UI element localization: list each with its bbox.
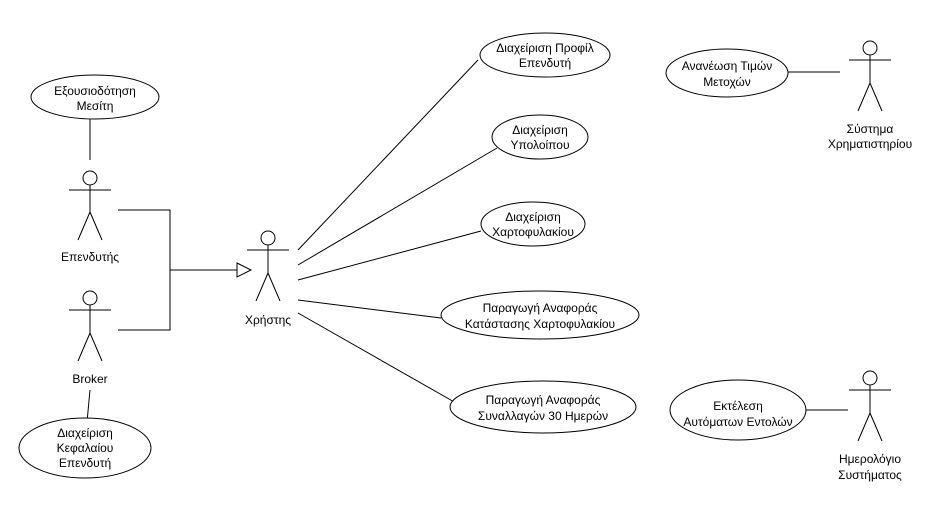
- stick-figure-icon: [247, 230, 289, 302]
- actor-exchange-system[interactable]: Σύστημα Χρηματιστηρίου: [828, 40, 912, 151]
- use-case-label-line-2: Αυτόματων Εντολών: [683, 415, 792, 429]
- use-case-label-line-2: Επενδυτή: [519, 56, 571, 70]
- use-case-balance-management[interactable]: Διαχείριση Υπολοίπου: [491, 114, 589, 160]
- associations: [86, 59, 848, 423]
- assoc-broker-capital-management: [86, 389, 91, 423]
- assoc-user-balance-management: [297, 147, 498, 266]
- generalization-arrowhead: [236, 262, 253, 278]
- use-case-label-line-2: Μεσίτη: [77, 99, 114, 113]
- actor-user-label: Χρήστης: [245, 313, 291, 327]
- use-case-transactions-30-days-report[interactable]: Παραγωγή Αναφοράς Συναλλαγών 30 Ημερών: [449, 380, 637, 434]
- use-case-label-line-1: Εξουσιοδότηση: [54, 84, 136, 98]
- actor-system-calendar-label-line-1: Ημερολόγιο: [839, 452, 901, 466]
- use-case-label-line-1: Παραγωγή Αναφοράς: [486, 393, 601, 407]
- assoc-user-portfolio-management: [297, 230, 482, 281]
- stick-figure-icon: [849, 370, 891, 442]
- use-case-automatic-order-execution[interactable]: Εκτέλεση Αυτόματων Εντολών: [669, 379, 807, 441]
- actor-system-calendar-label-line-2: Συστήματος: [838, 468, 902, 482]
- use-case-label-line-1: Διαχείριση: [57, 426, 113, 440]
- actor-exchange-system-label-line-2: Χρηματιστηρίου: [828, 137, 912, 151]
- actor-user[interactable]: Χρήστης: [245, 230, 291, 327]
- use-case-label-line-1: Διαχείριση: [512, 123, 568, 137]
- assoc-user-transactions-report: [297, 312, 457, 404]
- use-case-investor-capital-management[interactable]: Διαχείριση Κεφαλαίου Επενδυτή: [18, 417, 152, 479]
- use-case-label-line-1: Εκτέλεση: [713, 399, 763, 413]
- use-case-label-line-1: Διαχείριση Προφίλ: [496, 41, 593, 55]
- use-case-label-line-2: Υπολοίπου: [510, 138, 569, 152]
- use-case-label-line-2: Μετοχών: [703, 75, 751, 89]
- use-case-label-line-2: Συναλλαγών 30 Ημερών: [478, 409, 608, 423]
- assoc-user-portfolio-status-report: [297, 299, 442, 319]
- use-case-label-line-1: Διαχείριση: [505, 210, 561, 224]
- use-case-label-line-2: Κατάστασης Χαρτοφυλακίου: [465, 317, 615, 331]
- use-case-broker-authorization[interactable]: Εξουσιοδότηση Μεσίτη: [30, 74, 160, 120]
- actor-broker[interactable]: Broker: [69, 290, 111, 386]
- use-case-label-line-1: Παραγωγή Αναφοράς: [483, 301, 598, 315]
- stick-figure-icon: [849, 40, 891, 112]
- actor-system-calendar[interactable]: Ημερολόγιο Συστήματος: [838, 370, 902, 482]
- actor-investor[interactable]: Επενδυτής: [61, 170, 119, 264]
- stick-figure-icon: [69, 170, 111, 241]
- use-case-label-line-2: Χαρτοφυλακίου: [492, 225, 574, 239]
- use-case-label-line-1: Ανανέωση Τιμών: [682, 59, 772, 73]
- actor-investor-label: Επενδυτής: [61, 250, 119, 264]
- use-case-label-line-3: Επενδυτή: [59, 456, 111, 470]
- generalization-broker-user: [118, 270, 171, 331]
- generalization-investor-user: [118, 209, 237, 271]
- actor-broker-label: Broker: [72, 372, 107, 386]
- use-case-portfolio-status-report[interactable]: Παραγωγή Αναφοράς Κατάστασης Χαρτοφυλακί…: [440, 290, 640, 340]
- use-case-portfolio-management[interactable]: Διαχείριση Χαρτοφυλακίου: [480, 201, 586, 247]
- actor-exchange-system-label-line-1: Σύστημα: [847, 122, 894, 136]
- use-case-investor-profile-management[interactable]: Διαχείριση Προφίλ Επενδυτή: [479, 32, 611, 78]
- assoc-user-profile-management: [297, 59, 479, 251]
- stick-figure-icon: [69, 290, 111, 362]
- use-case-stock-price-update[interactable]: Ανανέωση Τιμών Μετοχών: [665, 48, 789, 98]
- use-case-label-line-2: Κεφαλαίου: [57, 441, 114, 455]
